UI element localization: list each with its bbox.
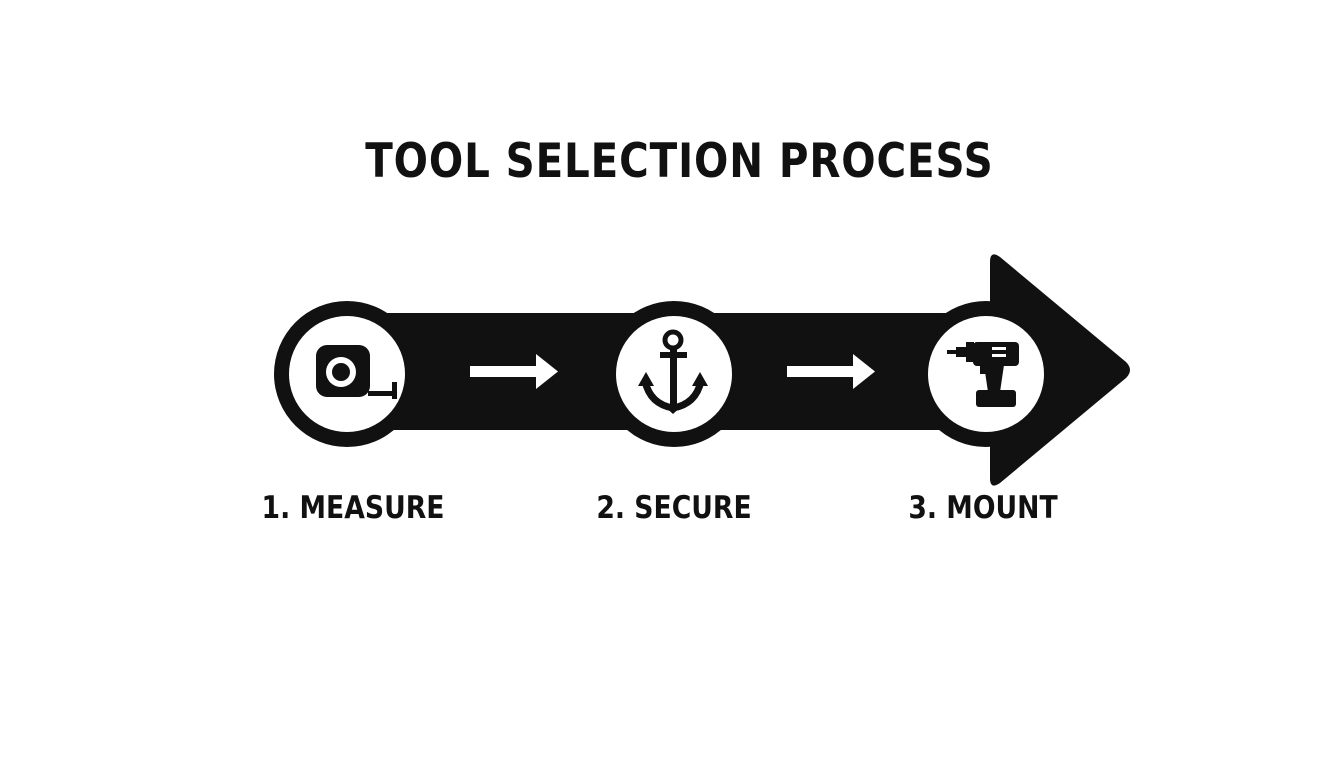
step-3-label: 3. MOUNT (908, 490, 1058, 526)
anchor-icon (638, 329, 708, 414)
step-2-label: 2. SECURE (596, 490, 752, 526)
cordless-drill-icon (947, 342, 1019, 407)
connector-arrow-1-icon (470, 354, 558, 389)
diagram-title: TOOL SELECTION PROCESS (365, 134, 994, 189)
tape-measure-icon (316, 345, 397, 399)
step-1-label: 1. MEASURE (261, 490, 445, 526)
connector-arrow-2-icon (787, 354, 875, 389)
